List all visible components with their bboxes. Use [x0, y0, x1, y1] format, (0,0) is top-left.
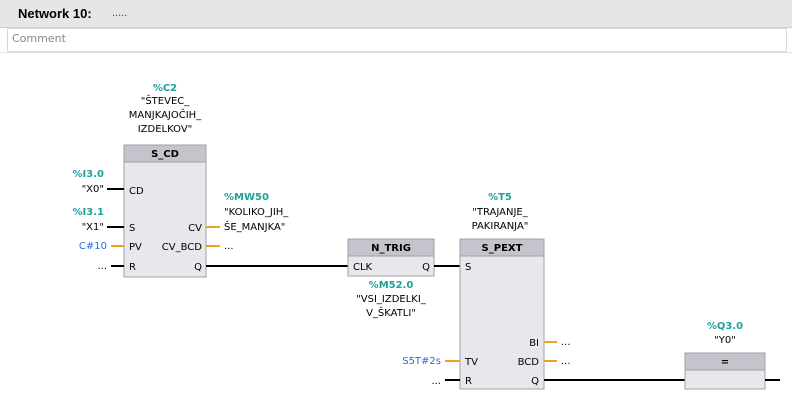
comment-placeholder: Comment	[12, 32, 66, 45]
s-cd-input-s[interactable]: %I3.1 "X1"	[73, 207, 124, 233]
s-cd-name-line-2: MANJKAJOČIH_	[129, 108, 202, 121]
s-cd-cv-bcd-value: ...	[224, 241, 234, 252]
s-cd-pin-cv-bcd: CV_BCD	[162, 242, 202, 253]
s-pext-r-value: ...	[431, 376, 441, 387]
s-pext-pin-tv: TV	[464, 357, 478, 368]
n-trig-block[interactable]: N_TRIG CLK Q %M52.0 "VSI_IZDELKI_ V_ŠKAT…	[347, 238, 435, 319]
s-cd-address: %C2	[153, 83, 177, 94]
s-pext-pin-r: R	[465, 376, 472, 387]
s-cd-box[interactable]	[123, 144, 207, 278]
s-pext-type: S_PEXT	[482, 243, 523, 254]
network-title: Network 10:	[18, 6, 92, 21]
s-pext-input-tv[interactable]: S5T#2s	[402, 356, 460, 367]
assign-title-bar	[684, 352, 766, 371]
s-cd-pin-pv: PV	[129, 242, 142, 253]
network-header[interactable]: Network 10: .....	[0, 0, 792, 28]
s-pext-box[interactable]	[459, 238, 545, 390]
s-pext-bi-value: ...	[561, 337, 571, 348]
n-trig-memory-name-line-2: V_ŠKATLI"	[366, 306, 416, 319]
n-trig-pin-q: Q	[422, 262, 430, 273]
s-cd-input-pv[interactable]: C#10	[79, 241, 124, 252]
n-trig-title-bar	[347, 238, 435, 257]
s-cd-name-line-3: IZDELKOV"	[138, 124, 193, 135]
network-title-placeholder[interactable]: .....	[112, 7, 128, 19]
s-cd-pin-q: Q	[194, 262, 202, 273]
s-pext-output-bcd[interactable]: ...	[544, 356, 571, 367]
n-trig-pin-clk: CLK	[353, 262, 373, 273]
s-pext-title-bar	[459, 238, 545, 257]
assign-symbol: =	[721, 357, 729, 368]
s-pext-pin-bi: BI	[529, 338, 539, 349]
s-cd-pin-r: R	[129, 262, 136, 273]
s-cd-pv-value: C#10	[79, 241, 107, 252]
s-cd-input-cd[interactable]: %I3.0 "X0"	[73, 169, 124, 195]
s-cd-block[interactable]: %C2 "ŠTEVEC_ MANJKAJOČIH_ IZDELKOV" S_CD…	[123, 83, 207, 278]
assign-block[interactable]: %Q3.0 "Y0" =	[684, 321, 766, 390]
s-pext-tv-value: S5T#2s	[402, 356, 441, 367]
n-trig-memory-name-line-1: "VSI_IZDELKI_	[356, 294, 427, 305]
s-pext-pin-s: S	[465, 262, 471, 273]
s-pext-address: %T5	[488, 192, 512, 203]
s-pext-pin-q: Q	[531, 376, 539, 387]
s-pext-name-line-1: "TRAJANJE_	[472, 207, 528, 218]
s-cd-output-cv[interactable]: %MW50 "KOLIKO_JIH_ ŠE_MANJKA"	[206, 192, 289, 233]
s-cd-type: S_CD	[151, 149, 179, 160]
s-cd-r-value: ...	[97, 261, 107, 272]
network-comment-field[interactable]: Comment	[7, 28, 787, 52]
s-cd-cd-name: "X0"	[82, 184, 104, 195]
s-pext-input-r[interactable]: ...	[431, 376, 460, 387]
s-pext-block[interactable]: %T5 "TRAJANJE_ PAKIRANJA" S_PEXT S TV R …	[459, 192, 545, 390]
s-cd-cv-name-line-2: ŠE_MANJKA"	[224, 220, 285, 233]
assign-name: "Y0"	[714, 335, 736, 346]
s-pext-name-line-2: PAKIRANJA"	[472, 221, 529, 232]
s-pext-output-bi[interactable]: ...	[544, 337, 571, 348]
s-cd-input-r[interactable]: ...	[97, 261, 124, 272]
header-separator	[0, 52, 792, 53]
s-pext-bcd-value: ...	[561, 356, 571, 367]
s-cd-cd-address: %I3.0	[73, 169, 104, 180]
s-cd-name-line-1: "ŠTEVEC_	[141, 94, 191, 107]
s-cd-output-cv-bcd[interactable]: ...	[206, 241, 234, 252]
s-cd-s-name: "X1"	[82, 222, 104, 233]
n-trig-memory-address: %M52.0	[369, 280, 414, 291]
s-cd-title-bar	[123, 144, 207, 163]
s-cd-s-address: %I3.1	[73, 207, 104, 218]
s-cd-cv-address: %MW50	[224, 192, 269, 203]
s-pext-pin-bcd: BCD	[518, 357, 540, 368]
assign-address: %Q3.0	[707, 321, 743, 332]
s-cd-pin-s: S	[129, 223, 135, 234]
s-cd-pin-cd: CD	[129, 186, 144, 197]
n-trig-type: N_TRIG	[371, 243, 411, 254]
s-cd-pin-cv: CV	[188, 223, 202, 234]
s-cd-cv-name-line-1: "KOLIKO_JIH_	[224, 207, 289, 218]
